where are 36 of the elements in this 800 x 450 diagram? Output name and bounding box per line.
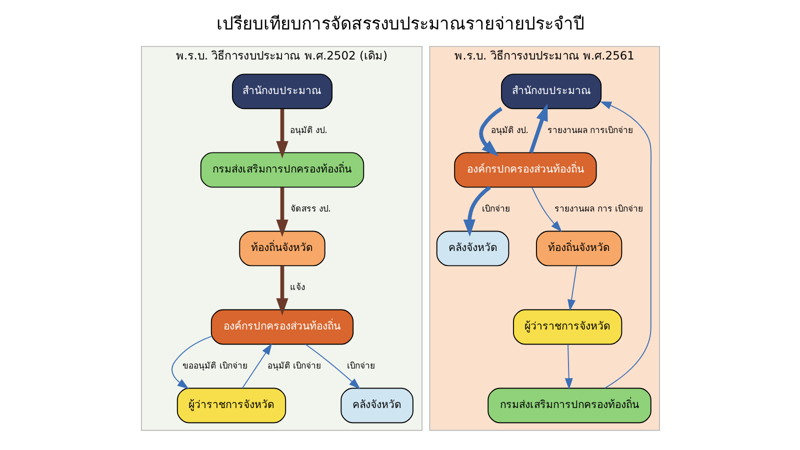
node-box: ผู้ว่าราชการจังหวัด: [176, 388, 286, 424]
edge-label: อนุมัติ งป.: [490, 126, 528, 136]
node-box: สำนักงบประมาณ: [231, 74, 332, 110]
node-box: ท้องถิ่นจังหวัด: [536, 230, 622, 266]
edge-label: จัดสรร งป.: [290, 204, 330, 214]
arrow: [304, 344, 360, 390]
edge-label: ขออนุมัติ เบิกจ่าย: [182, 361, 247, 372]
diagram-title: เปรียบเทียบการจัดสรรงบประมาณรายจ่ายประจำปี: [216, 14, 584, 35]
edge-label: รายงานผล การเบิกจ่าย: [546, 126, 633, 136]
node-box: องค์กรปกครองส่วนท้องถิ่น: [210, 309, 354, 345]
edge-label: อนุมัติ เบิกจ่าย: [266, 361, 321, 372]
arrow: [276, 109, 288, 158]
node-box: คลังจังหวัด: [340, 388, 413, 424]
node-box: ท้องถิ่นจังหวัด: [238, 230, 325, 266]
edge-label: เบิกจ่าย: [481, 204, 510, 214]
node-box: คลังจังหวัด: [436, 230, 509, 266]
edge-label: อนุมัติ งป.: [289, 126, 327, 136]
arrow: [462, 186, 490, 237]
arrow: [531, 187, 562, 232]
arrow: [171, 336, 212, 389]
edge-label: เบิกจ่าย: [346, 361, 374, 372]
edge-label: รายงานผล การ เบิกจ่าย: [554, 204, 643, 214]
arrow: [528, 104, 548, 154]
arrow: [567, 266, 577, 312]
arrow: [564, 344, 572, 390]
node-box: องค์กรปกครองส่วนท้องถิ่น: [454, 152, 596, 188]
arrow: [276, 188, 288, 237]
arrow: [241, 343, 272, 389]
edge-label: แจ้ง: [289, 282, 304, 293]
node-box: กรมส่งเสริมการปกครองท้องถิ่น: [200, 152, 364, 188]
node-box: ผู้ว่าราชการจังหวัด: [512, 309, 622, 345]
arrow: [276, 266, 288, 316]
arrow: [599, 101, 652, 389]
node-box: สำนักงบประมาณ: [500, 74, 602, 110]
arrow: [478, 106, 502, 157]
node-box: กรมส่งเสริมการปกครองท้องถิ่น: [487, 388, 651, 424]
